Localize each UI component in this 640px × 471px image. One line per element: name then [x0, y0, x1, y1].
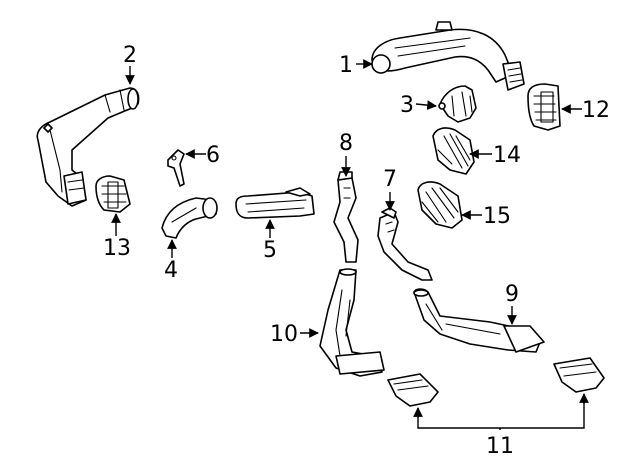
callout-14: 14 — [493, 143, 521, 168]
callout-7: 7 — [383, 167, 397, 192]
part-9-duct — [413, 288, 545, 353]
part-4-elbow — [161, 197, 218, 239]
callout-9: 9 — [505, 282, 519, 307]
part-11-outlet-left — [387, 373, 439, 407]
callout-5: 5 — [263, 238, 277, 263]
part-14-vent — [432, 127, 475, 175]
callout-15: 15 — [483, 204, 511, 229]
part-6-clip — [167, 149, 185, 187]
callout-11: 11 — [486, 434, 514, 459]
callout-4: 4 — [164, 258, 178, 283]
part-10-duct — [319, 268, 385, 377]
part-3-bracket — [438, 85, 477, 123]
part-15-vent — [417, 181, 463, 229]
part-1-duct — [371, 21, 525, 91]
part-2-duct — [36, 87, 140, 207]
part-5-duct — [235, 187, 315, 219]
part-12-grille — [527, 83, 561, 131]
part-7-duct — [377, 207, 433, 281]
callout-13: 13 — [103, 236, 131, 261]
part-11-outlet-right — [553, 357, 605, 393]
callout-1: 1 — [339, 53, 353, 78]
leader-lines — [111, 59, 589, 430]
callout-12: 12 — [582, 98, 610, 123]
part-13-vent — [95, 175, 131, 213]
callout-3: 3 — [400, 93, 414, 118]
callout-8: 8 — [339, 131, 353, 156]
callout-6: 6 — [206, 143, 220, 168]
part-8-duct — [333, 171, 359, 263]
callout-2: 2 — [123, 43, 137, 68]
callout-10: 10 — [270, 322, 298, 347]
